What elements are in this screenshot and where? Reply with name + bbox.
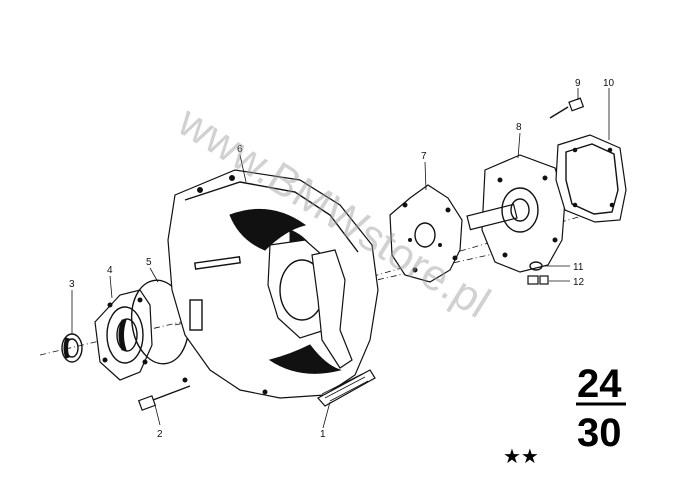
- callout-5: 5: [146, 257, 152, 268]
- stars-mark: ★★: [503, 444, 539, 468]
- callout-12: 12: [573, 277, 585, 288]
- bolt-part-9: [549, 97, 585, 119]
- seal-ring-part-3: [61, 333, 83, 363]
- cover-gasket-part-10: [555, 134, 627, 223]
- flange-part-4: [94, 289, 153, 381]
- callout-9: 9: [575, 78, 581, 89]
- callout-2: 2: [157, 429, 163, 440]
- callout-4: 4: [107, 265, 113, 276]
- bolt-part-2: [137, 385, 191, 411]
- callout-6: 6: [237, 144, 243, 155]
- washer-part-11: [529, 261, 543, 271]
- gasket-part-7: [389, 184, 463, 283]
- bell-housing-part-6: [167, 169, 379, 399]
- callout-11: 11: [573, 262, 584, 273]
- screen-plate-part-1: [317, 369, 376, 407]
- group-number-bottom: 30: [577, 411, 622, 455]
- nut-part-12: [527, 275, 549, 285]
- callout-1: 1: [320, 429, 326, 440]
- callout-7: 7: [421, 151, 427, 162]
- leader-lines: [71, 88, 610, 429]
- group-number-top: 24: [577, 362, 622, 406]
- callout-8: 8: [516, 122, 522, 133]
- callout-10: 10: [603, 78, 615, 89]
- pump-body-part-8: [466, 154, 566, 273]
- callout-3: 3: [69, 279, 75, 290]
- group-number: 24 30: [576, 362, 626, 455]
